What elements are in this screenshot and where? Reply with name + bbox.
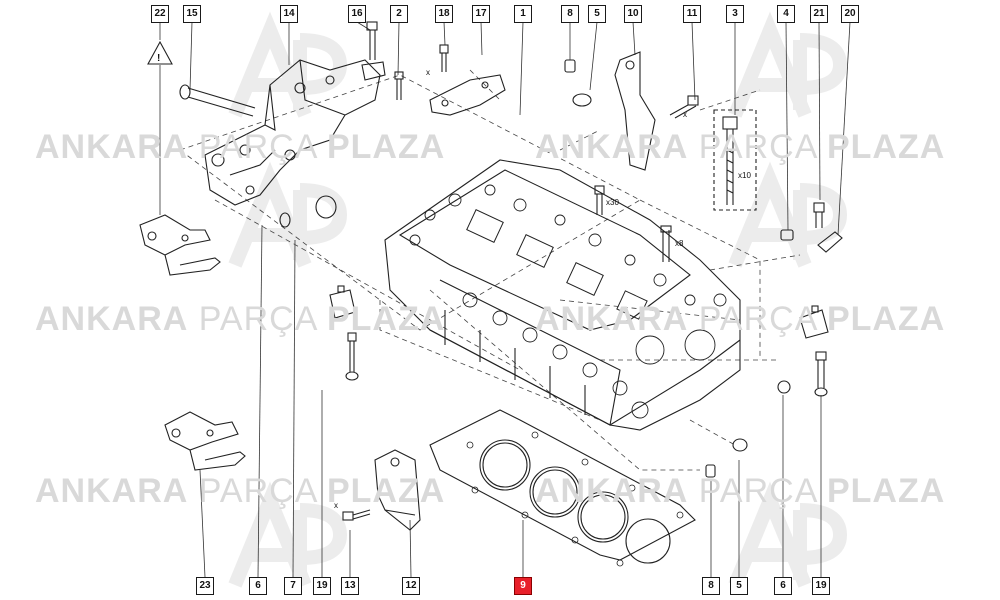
callout-11[interactable]: 11 [683, 5, 701, 23]
callout-17[interactable]: 17 [472, 5, 490, 23]
callout-6-bottom-left[interactable]: 6 [249, 577, 267, 595]
watermark-row-3: ANKARA PARÇA PLAZA [35, 472, 446, 510]
callout-1[interactable]: 1 [514, 5, 532, 23]
bolt-19-right [814, 351, 828, 397]
plug-8 [564, 59, 576, 73]
sensor-left [329, 285, 356, 319]
bolt-x30 [594, 185, 605, 215]
assembly-guides [179, 69, 801, 471]
bolt-11 [669, 95, 699, 119]
callout-23[interactable]: 23 [196, 577, 214, 595]
callout-14[interactable]: 14 [280, 5, 298, 23]
qty-x-11: x [683, 110, 687, 119]
callout-5-bottom[interactable]: 5 [730, 577, 748, 595]
callout-13[interactable]: 13 [341, 577, 359, 595]
bolt-2 [394, 71, 404, 100]
callout-18[interactable]: 18 [435, 5, 453, 23]
qty-x10: x10 [738, 171, 751, 180]
bolt-19-left [345, 332, 359, 381]
bolt-16 [361, 21, 386, 81]
callout-19-bottom-left[interactable]: 19 [313, 577, 331, 595]
callout-16[interactable]: 16 [348, 5, 366, 23]
watermark-row-1: ANKARA PARÇA PLAZA [35, 128, 446, 166]
callout-22[interactable]: 22 [151, 5, 169, 23]
callout-7[interactable]: 7 [284, 577, 302, 595]
callout-8-top[interactable]: 8 [561, 5, 579, 23]
stud-x8 [660, 225, 672, 262]
bolt-15 [179, 84, 256, 117]
head-bolt-3 [713, 109, 757, 211]
callout-9-highlighted[interactable]: 9 [514, 577, 532, 595]
callout-4[interactable]: 4 [777, 5, 795, 23]
callout-15[interactable]: 15 [183, 5, 201, 23]
watermark-row-1b: ANKARA PARÇA PLAZA [535, 128, 946, 166]
qty-x-13: x [334, 501, 338, 510]
bracket-17 [429, 44, 506, 116]
plug-6-right [777, 380, 791, 394]
callout-3[interactable]: 3 [726, 5, 744, 23]
lifting-eye-10 [614, 51, 656, 171]
washer-4 [780, 229, 794, 241]
bolt-13 [342, 509, 371, 521]
plug-6-left [279, 212, 291, 228]
cap-5 [572, 93, 592, 107]
bracket-23 [164, 411, 246, 471]
bracket-12 [374, 449, 421, 531]
support-bracket-14 [204, 59, 381, 206]
callout-20[interactable]: 20 [841, 5, 859, 23]
callout-8-bottom[interactable]: 8 [702, 577, 720, 595]
cap-7 [315, 195, 337, 219]
callout-21[interactable]: 21 [810, 5, 828, 23]
qty-x-18: x [426, 68, 430, 77]
plug-5-right [732, 438, 748, 452]
warning-mark: ! [157, 53, 160, 64]
watermark-row-2b: ANKARA PARÇA PLAZA [535, 300, 946, 338]
bracket-22 [139, 214, 221, 276]
qty-x30: x30 [606, 198, 619, 207]
callout-6-bottom-right[interactable]: 6 [774, 577, 792, 595]
head-gasket-9 [429, 409, 696, 567]
callout-2[interactable]: 2 [390, 5, 408, 23]
clip-20 [817, 231, 843, 253]
sensor-right [799, 305, 829, 339]
callout-5-top[interactable]: 5 [588, 5, 606, 23]
watermark-row-2: ANKARA PARÇA PLAZA [35, 300, 446, 338]
callout-10[interactable]: 10 [624, 5, 642, 23]
bolt-21 [813, 202, 825, 228]
dowel-8 [705, 464, 716, 478]
callout-19-bottom-right[interactable]: 19 [812, 577, 830, 595]
warning-triangle [147, 40, 173, 65]
callout-12[interactable]: 12 [402, 577, 420, 595]
qty-x8: x8 [675, 239, 684, 248]
watermark-row-3b: ANKARA PARÇA PLAZA [535, 472, 946, 510]
cylinder-head-1 [384, 159, 741, 431]
